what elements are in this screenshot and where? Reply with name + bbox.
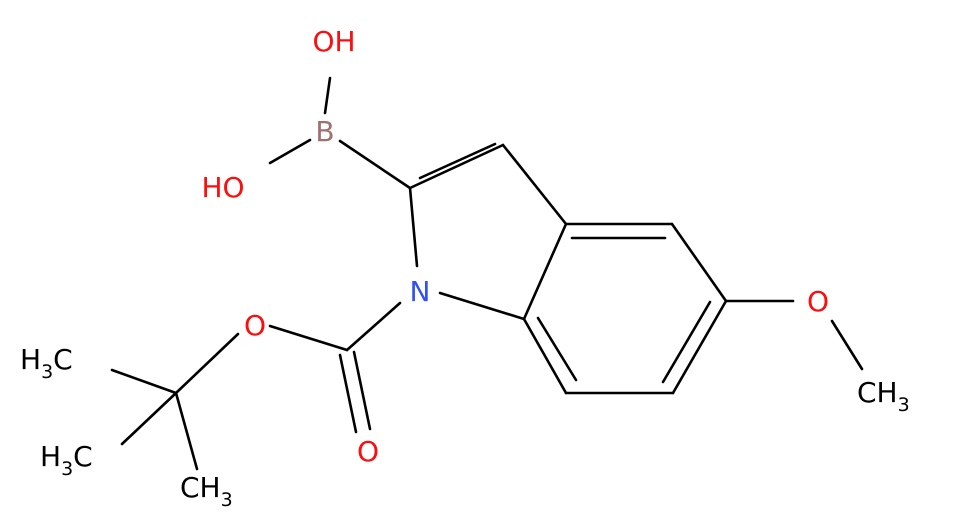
- methyl-3-main: CH: [180, 471, 221, 504]
- bond-b-oh-left: [268, 138, 312, 165]
- nitrogen-label: N: [410, 275, 431, 308]
- methyl-3-label: CH3: [180, 471, 233, 511]
- bond-c3-c3a: [501, 143, 568, 226]
- bond-b-c2: [338, 139, 412, 190]
- methyl-3-subscript: 3: [221, 489, 233, 511]
- methyl-2-tail: C: [73, 440, 93, 473]
- methyl-right-main: CH: [857, 376, 898, 409]
- methyl-2-subscript: 3: [61, 458, 73, 480]
- hydroxyl-left-label: HO: [201, 171, 244, 204]
- methyl-right-label: CH3: [857, 376, 910, 416]
- methyl-1-subscript: 3: [41, 361, 53, 383]
- methoxy-oxygen-label: O: [807, 285, 829, 318]
- methyl-2-main: H: [40, 440, 61, 473]
- bond-carbonyl-o-ester: [268, 324, 349, 352]
- methyl-1-label: H3C: [20, 343, 73, 383]
- methyl-1-tail: C: [53, 343, 73, 376]
- bond-o-ch3: [830, 319, 864, 371]
- bond-carbonyl-o-double-1: [338, 353, 358, 434]
- bond-c7-c7a: [522, 317, 568, 395]
- bond-c5-c6: [671, 299, 728, 395]
- methyl-right-subscript: 3: [898, 394, 910, 416]
- bond-c7a-n: [438, 291, 526, 321]
- bond-n-c2: [408, 186, 419, 268]
- bond-qc-methyl-1: [110, 368, 178, 395]
- atom-labels: B OH HO N O O O CH3 H3C H3C CH3: [20, 25, 910, 511]
- bond-c5-c6-double: [661, 300, 712, 384]
- carbonyl-oxygen-label: O: [357, 435, 379, 468]
- hydroxyl-top-label: OH: [312, 25, 355, 58]
- bond-qc-methyl-2: [120, 391, 178, 446]
- bond-lines: [110, 76, 864, 471]
- bond-c3a-c7a: [522, 222, 568, 321]
- bond-c2-c3: [408, 143, 505, 190]
- methyl-1-main: H: [20, 343, 41, 376]
- boron-label: B: [315, 115, 334, 148]
- bond-qc-methyl-3: [174, 391, 199, 471]
- bond-c4-c5: [670, 222, 728, 303]
- bond-c2-c3-double: [418, 142, 497, 180]
- bond-c7-c7a-double: [536, 316, 578, 382]
- bond-b-oh-top: [323, 76, 332, 115]
- bond-n-carbonyl: [345, 301, 402, 352]
- bond-o-quaternary-c: [174, 332, 240, 395]
- bond-carbonyl-o-double-2: [352, 350, 372, 431]
- methyl-2-label: H3C: [40, 440, 93, 480]
- ester-oxygen-label: O: [244, 309, 266, 342]
